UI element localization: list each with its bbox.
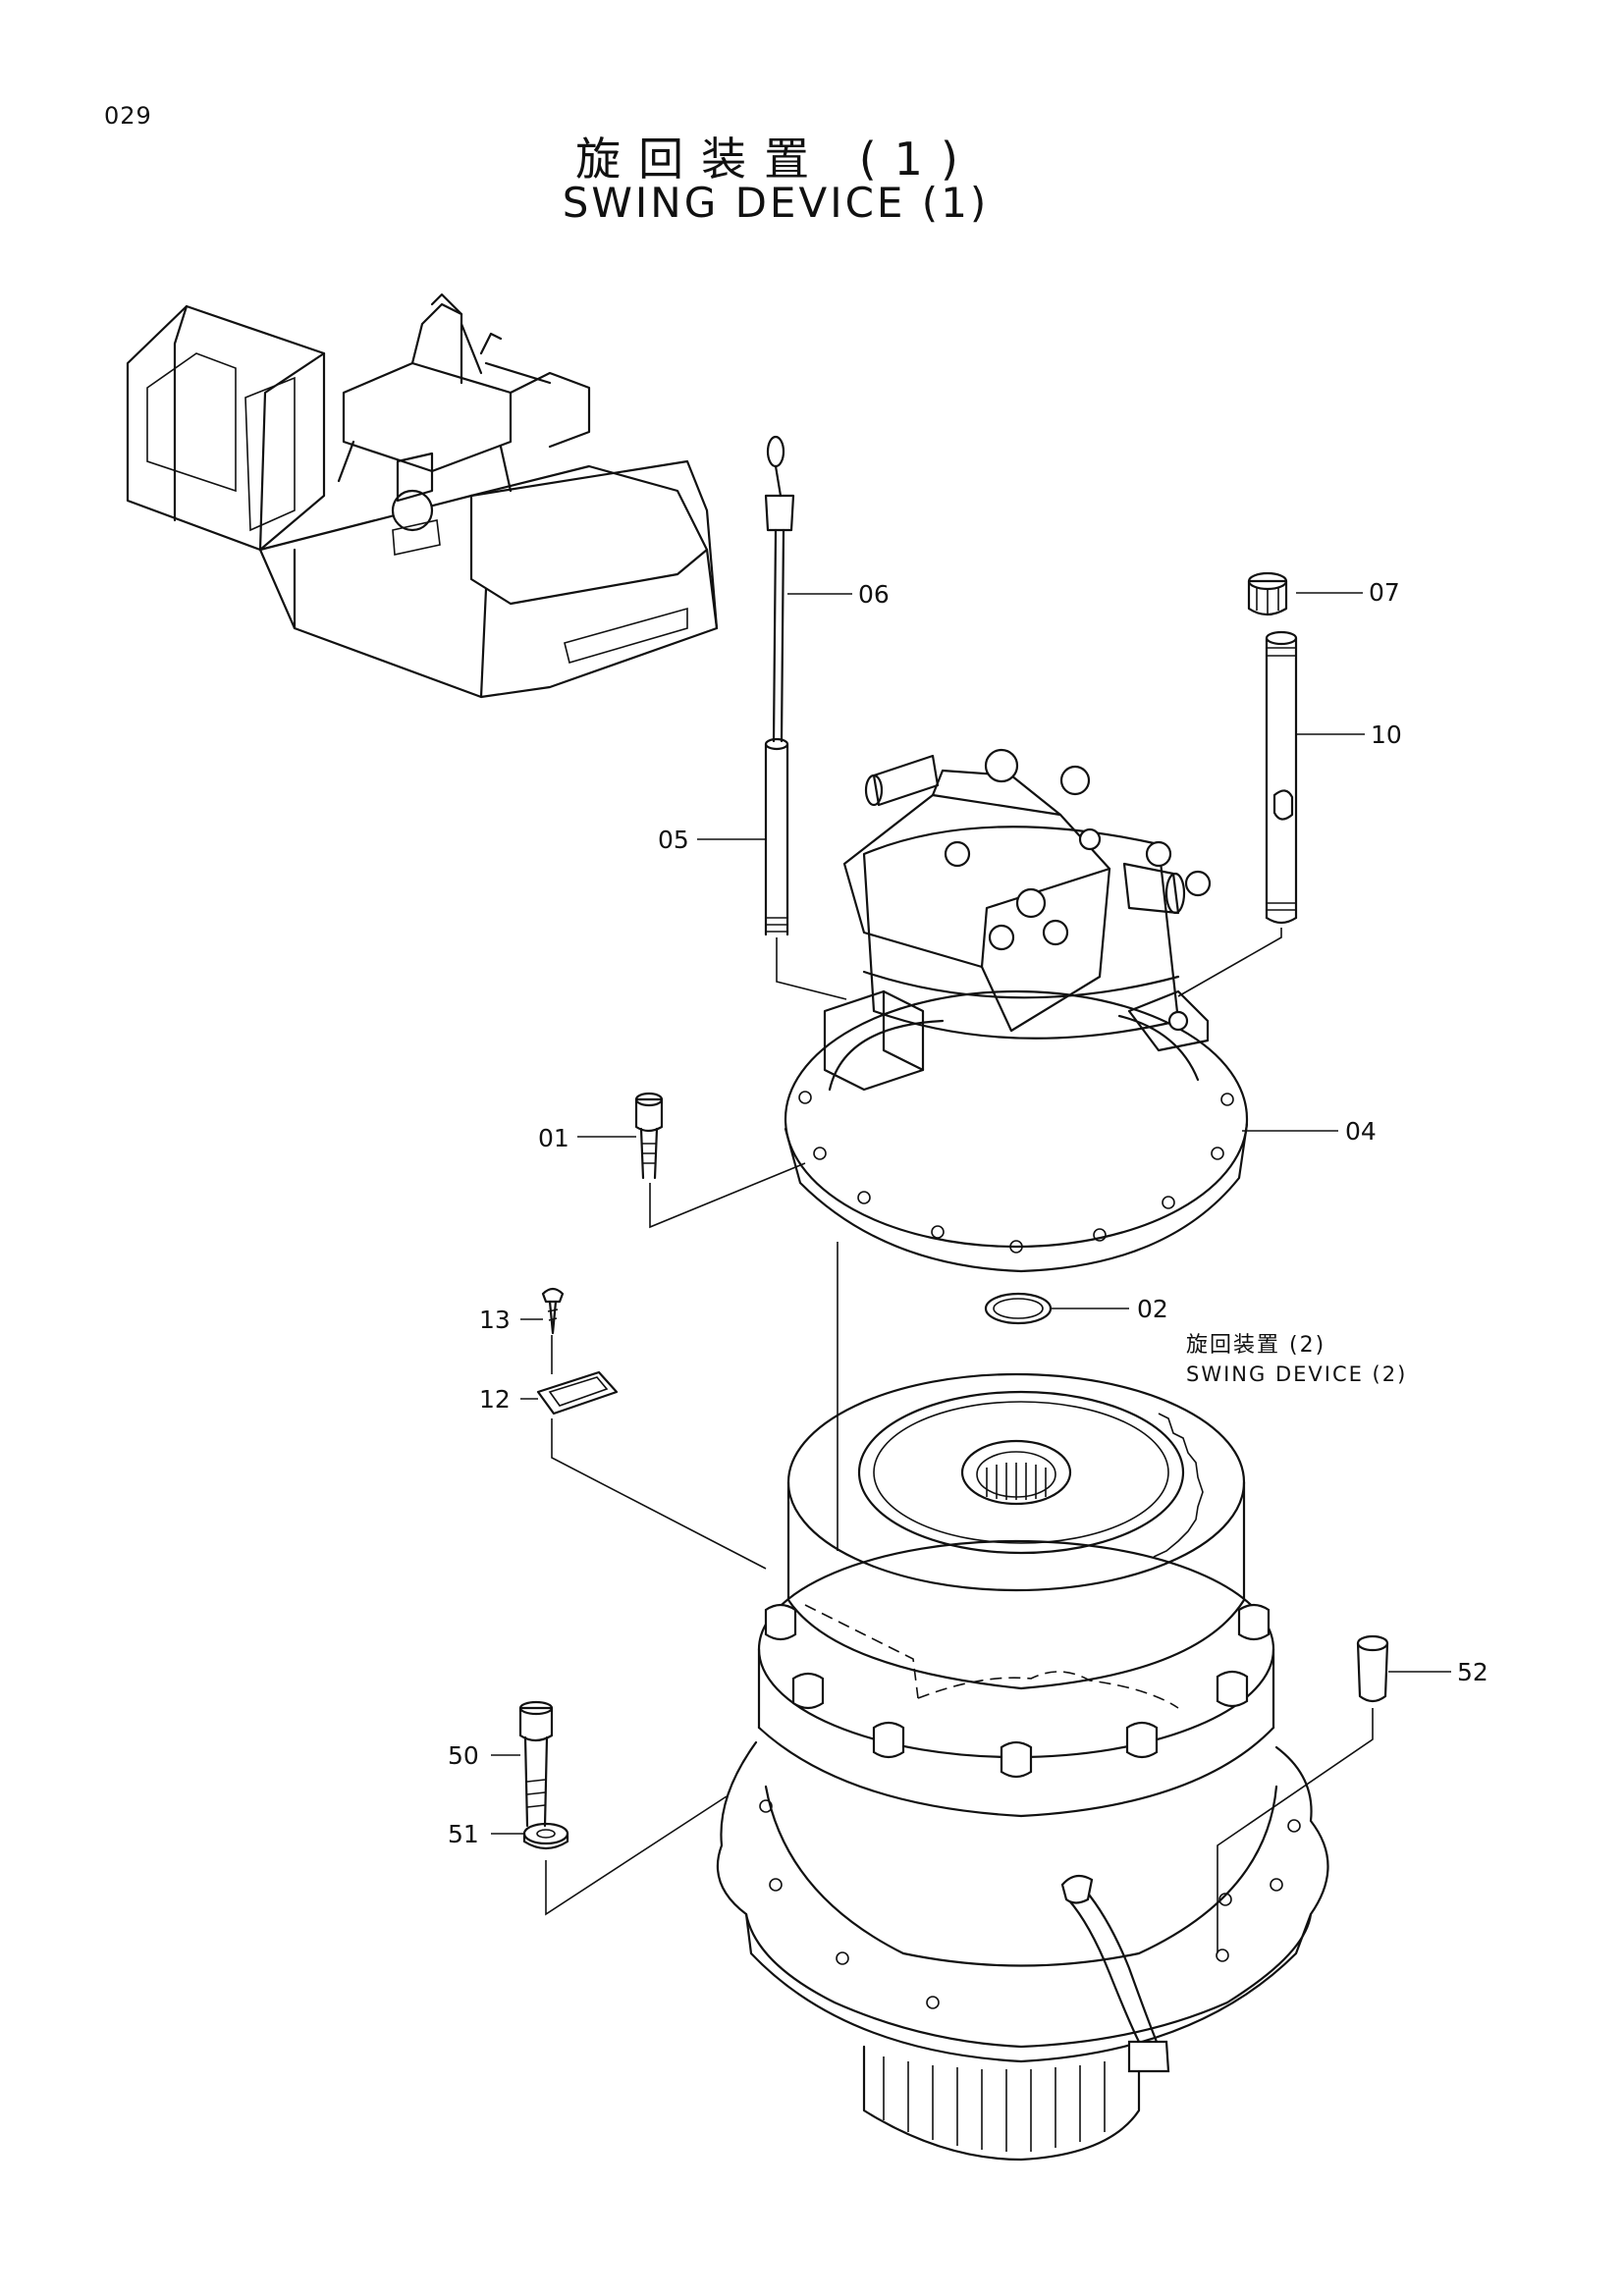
part-50-hex-bolt [518,1700,554,1828]
page-number: 029 [104,102,152,130]
callout-51: 51 [448,1820,479,1848]
part-13-screw [541,1287,565,1335]
part-12-name-plate [536,1370,619,1415]
part-05-pipe [764,737,789,936]
callout-13: 13 [479,1306,511,1334]
callout-12: 12 [479,1385,511,1414]
part-04-swing-motor [784,748,1249,1273]
reference-title-english: SWING DEVICE (2) [1186,1362,1408,1386]
callout-06: 06 [858,580,890,609]
reference-title-japanese: 旋回装置 (2) [1186,1333,1326,1358]
swing-reduction-gear [716,1372,1329,2162]
callout-10: 10 [1371,721,1402,749]
page-title-english: SWING DEVICE (1) [562,179,990,227]
part-07-cap [1247,571,1288,616]
callouts: 06 07 10 05 01 04 02 13 12 52 50 51 [448,578,1488,1848]
part-02-snap-ring [984,1292,1053,1325]
part-51-washer [522,1822,569,1850]
leader-lines [491,592,1451,1953]
callout-52: 52 [1457,1658,1488,1686]
callout-04: 04 [1345,1117,1377,1146]
callout-02: 02 [1137,1295,1168,1323]
callout-07: 07 [1369,578,1400,607]
callout-05: 05 [658,826,689,854]
page-title-japanese: 旋回装置 (1) [575,133,976,186]
excavator-locator-illustration [126,293,719,699]
part-52-plug [1356,1634,1389,1703]
part-01-socket-bolt [634,1092,664,1180]
part-10-pipe [1265,630,1298,925]
part-06-oil-dipstick [764,435,795,743]
callout-01: 01 [538,1124,569,1152]
callout-50: 50 [448,1741,479,1770]
